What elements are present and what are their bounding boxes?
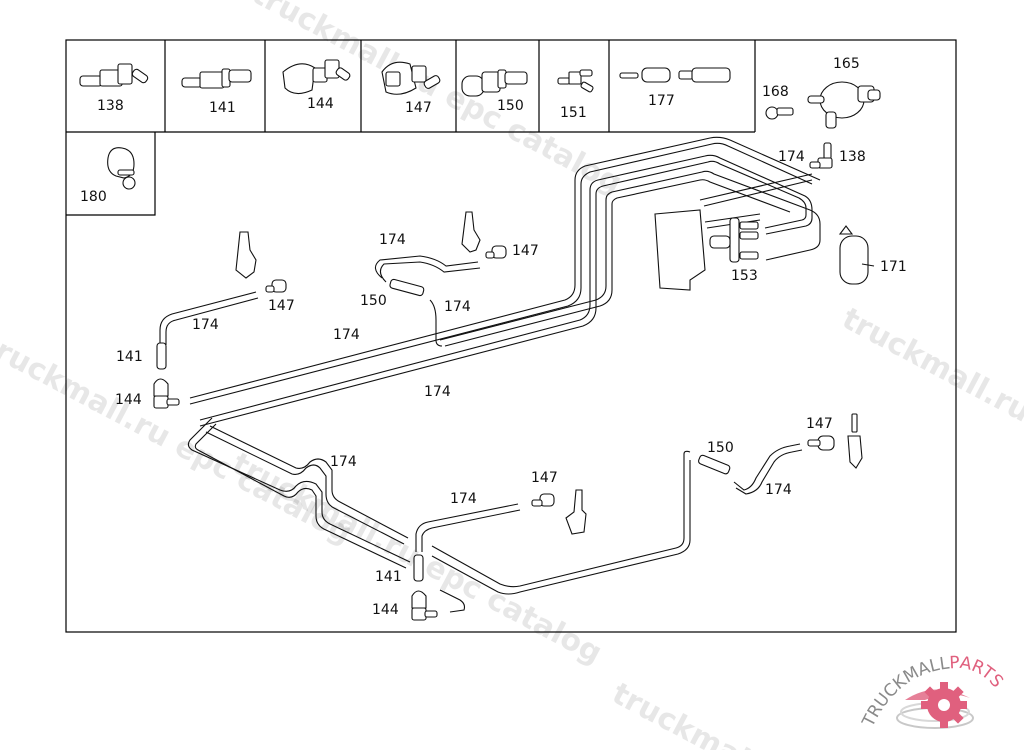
hose-assembly-middle (374, 211, 507, 347)
check-valve-150-b[interactable] (698, 454, 731, 475)
callout-147-b: 147 (512, 243, 539, 259)
callout-168: 168 (762, 84, 789, 100)
callout-174-b: 174 (379, 232, 406, 248)
washer-pump-165[interactable] (807, 81, 881, 129)
callout-150-b: 150 (707, 440, 734, 456)
callout-174-h: 174 (765, 482, 792, 498)
legend-cell-141[interactable]: 141 (181, 68, 252, 116)
watermark-text: truckmall (606, 676, 764, 750)
nozzle-bracket-a[interactable] (235, 231, 257, 279)
callout-150-a: 150 (360, 293, 387, 309)
callout-144-b: 144 (372, 602, 399, 618)
callout-147-c: 147 (531, 470, 558, 486)
callout-174: 174 (778, 149, 805, 165)
legend-label: 151 (560, 105, 587, 121)
hose-assembly-bottom (411, 489, 587, 621)
legend-label: 180 (80, 189, 107, 205)
callout-138: 138 (839, 149, 866, 165)
callout-174-e: 174 (424, 384, 451, 400)
straight-connector-icon (181, 68, 252, 89)
legend-label: 147 (405, 100, 432, 116)
callout-141-a: 141 (116, 349, 143, 365)
spray-nozzle-171[interactable] (838, 225, 875, 285)
callout-174-d: 174 (333, 327, 360, 343)
connector-141-b[interactable] (413, 554, 424, 582)
angled-nozzle-connector-icon (381, 61, 441, 95)
truckmall-parts-logo: TRUCKMALLPARTS (858, 653, 1007, 731)
legend-cell-144[interactable]: 144 (282, 59, 351, 112)
callout-165: 165 (833, 56, 860, 72)
gear-icon (896, 682, 974, 729)
callout-144-a: 144 (115, 392, 142, 408)
legend-cell-150[interactable]: 150 (461, 69, 528, 114)
callout-174-c: 174 (444, 299, 471, 315)
check-valve-icon (461, 69, 528, 97)
screw-168[interactable] (765, 106, 794, 120)
legend-cell-151[interactable]: 151 (557, 69, 594, 121)
elbow-nozzle-connector-icon (282, 59, 351, 95)
hose-assembly-right (698, 413, 863, 495)
legend-label: 150 (497, 98, 524, 114)
clip-icon (107, 147, 136, 190)
reservoir-block[interactable] (654, 209, 706, 291)
nozzle-147-c[interactable] (531, 493, 555, 507)
connector-141-a[interactable] (156, 342, 167, 370)
legend-label: 141 (209, 100, 236, 116)
nozzle-bracket-c[interactable] (565, 489, 587, 535)
connector-144-a[interactable] (153, 378, 180, 409)
hose-assembly-left (153, 231, 287, 409)
legend-label: 177 (648, 93, 675, 109)
connector-144-b[interactable] (411, 590, 438, 621)
elbow-connector-icon (79, 63, 149, 87)
t-piece-153[interactable] (709, 217, 759, 263)
t-piece-icon (557, 69, 594, 93)
legend-grid (66, 40, 756, 216)
nozzle-147-b[interactable] (485, 245, 507, 259)
legend-label: 138 (97, 98, 124, 114)
callout-171: 171 (880, 259, 907, 275)
legend-cell-180[interactable]: 180 (80, 147, 136, 205)
callout-141-b: 141 (375, 569, 402, 585)
nozzle-147-a[interactable] (265, 279, 287, 293)
nozzle-bracket-b[interactable] (461, 211, 481, 253)
nozzle-bracket-d[interactable] (847, 413, 863, 469)
callout-174-f: 174 (330, 454, 357, 470)
elbow-connector-138[interactable] (809, 142, 833, 169)
hose-set-icon (619, 67, 731, 83)
nozzle-147-d[interactable] (807, 435, 835, 451)
lower-pipe-loop (187, 417, 691, 613)
callout-174-g: 174 (450, 491, 477, 507)
legend-cell-177[interactable]: 177 (619, 67, 731, 109)
callout-147-d: 147 (806, 416, 833, 432)
legend-cell-138[interactable]: 138 (79, 63, 149, 114)
watermark-text: truckmall.ru epc catalog (836, 301, 1024, 526)
legend-label: 144 (307, 96, 334, 112)
pipe-bundle (189, 136, 821, 427)
callout-147-a: 147 (268, 298, 295, 314)
callout-153: 153 (731, 268, 758, 284)
watermark-text: truckmall.ru epc catalog (246, 0, 627, 201)
check-valve-150-a[interactable] (389, 278, 425, 297)
legend-cell-147[interactable]: 147 (381, 61, 441, 116)
callout-174-a: 174 (192, 317, 219, 333)
diagram-frame (65, 39, 957, 633)
